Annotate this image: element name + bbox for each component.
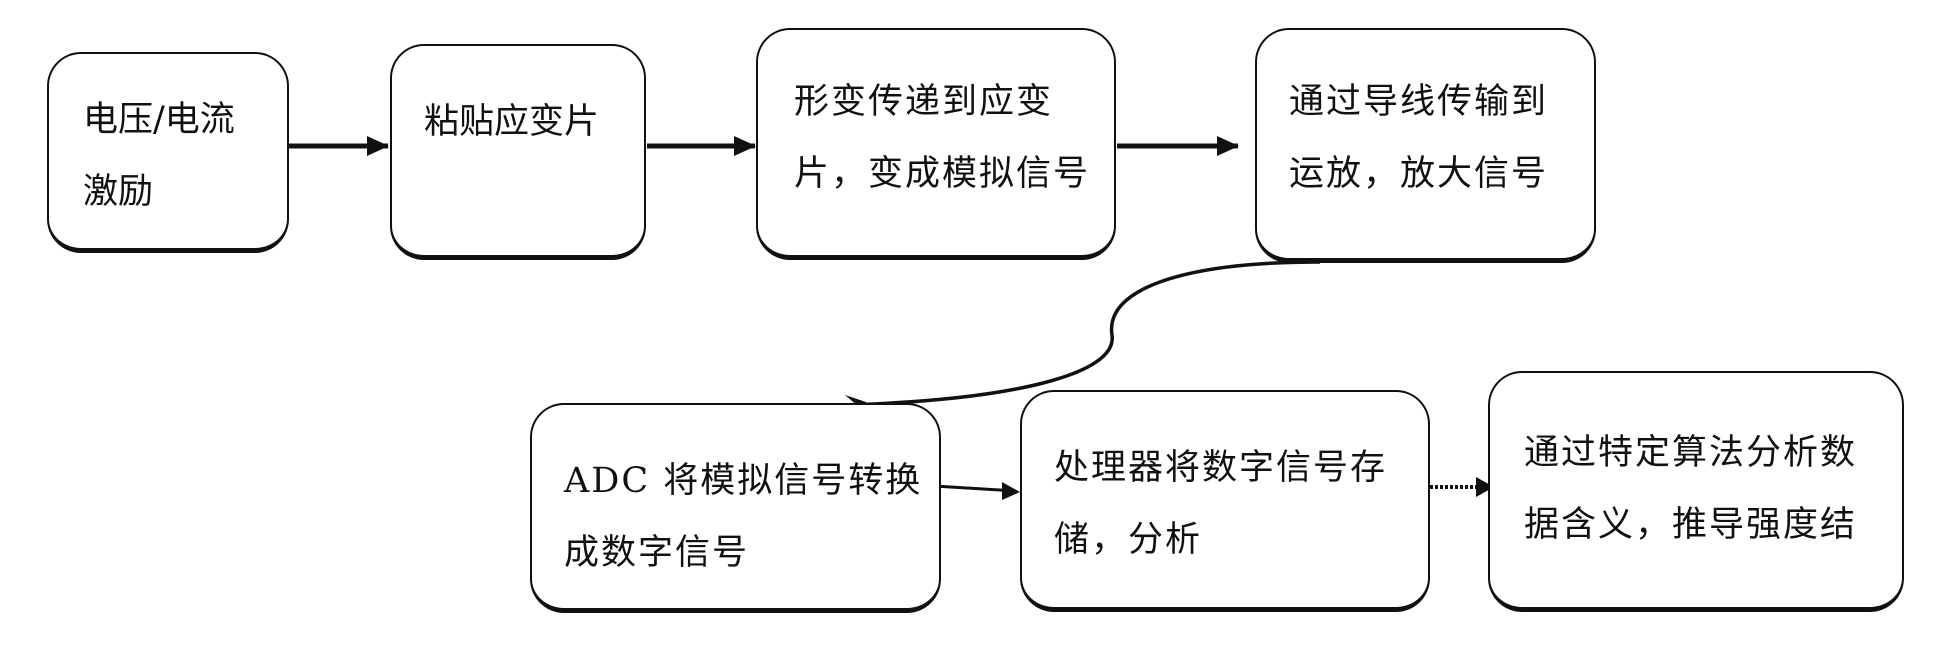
node-label: 通过特定算法分析数 据含义，推导强度结 — [1524, 433, 1858, 545]
node-label: 处理器将数字信号存 储，分析 — [1054, 448, 1388, 560]
node-label: ADC 将模拟信号转换 成数字信号 — [564, 461, 923, 573]
edge-processor-to-algorithm — [1430, 477, 1494, 497]
node-label: 形变传递到应变 片，变成模拟信号 — [794, 82, 1091, 194]
arrowhead-icon — [1002, 482, 1020, 500]
node-label: 电压/电流 激励 — [83, 100, 235, 212]
node-label: 通过导线传输到 运放，放大信号 — [1289, 82, 1549, 194]
node-adc: ADC 将模拟信号转换 成数字信号 — [530, 403, 941, 613]
node-algorithm: 通过特定算法分析数 据含义，推导强度结 — [1488, 371, 1904, 612]
node-excitation: 电压/电流 激励 — [47, 52, 289, 253]
node-strain-gauge: 粘贴应变片 — [390, 44, 646, 260]
arrowhead-icon — [1476, 477, 1494, 497]
edge-adc-to-processor — [933, 482, 1020, 500]
node-deformation: 形变传递到应变 片，变成模拟信号 — [756, 28, 1116, 260]
node-processor: 处理器将数字信号存 储，分析 — [1020, 390, 1430, 612]
node-label: 粘贴应变片 — [424, 102, 600, 142]
node-amplifier: 通过导线传输到 运放，放大信号 — [1255, 28, 1596, 263]
